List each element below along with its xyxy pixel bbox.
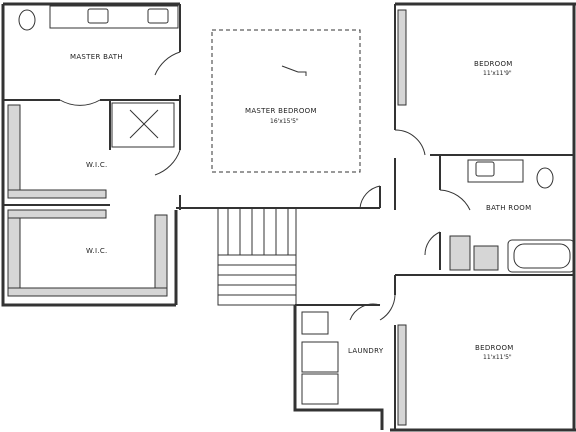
master-bath-toilet-icon xyxy=(18,9,36,31)
closet-shelves xyxy=(7,9,407,426)
wic-upper-label: W.I.C. xyxy=(86,161,108,169)
bath-fixtures xyxy=(18,5,575,405)
bedroom-lower-size: 11'x11'5" xyxy=(483,354,512,361)
wic-lower-label: W.I.C. xyxy=(86,247,108,255)
interior-walls xyxy=(3,4,574,430)
bathroom-toilet-icon xyxy=(536,167,554,189)
bedroom-upper-size: 11'x11'9" xyxy=(483,70,512,77)
master-bedroom-label: MASTER BEDROOM xyxy=(245,107,317,115)
stairs xyxy=(217,207,297,306)
ceiling-tray xyxy=(211,29,361,173)
bedroom-upper-label: BEDROOM xyxy=(474,60,513,68)
ceiling-fan-icon xyxy=(281,65,307,76)
bath-room-label: BATH ROOM xyxy=(486,204,531,212)
bedroom-lower-label: BEDROOM xyxy=(475,344,514,352)
laundry-label: LAUNDRY xyxy=(348,347,384,355)
door-swings xyxy=(59,51,471,321)
master-bedroom-size: 16'x15'5" xyxy=(270,118,299,125)
master-bath-label: MASTER BATH xyxy=(70,53,123,61)
